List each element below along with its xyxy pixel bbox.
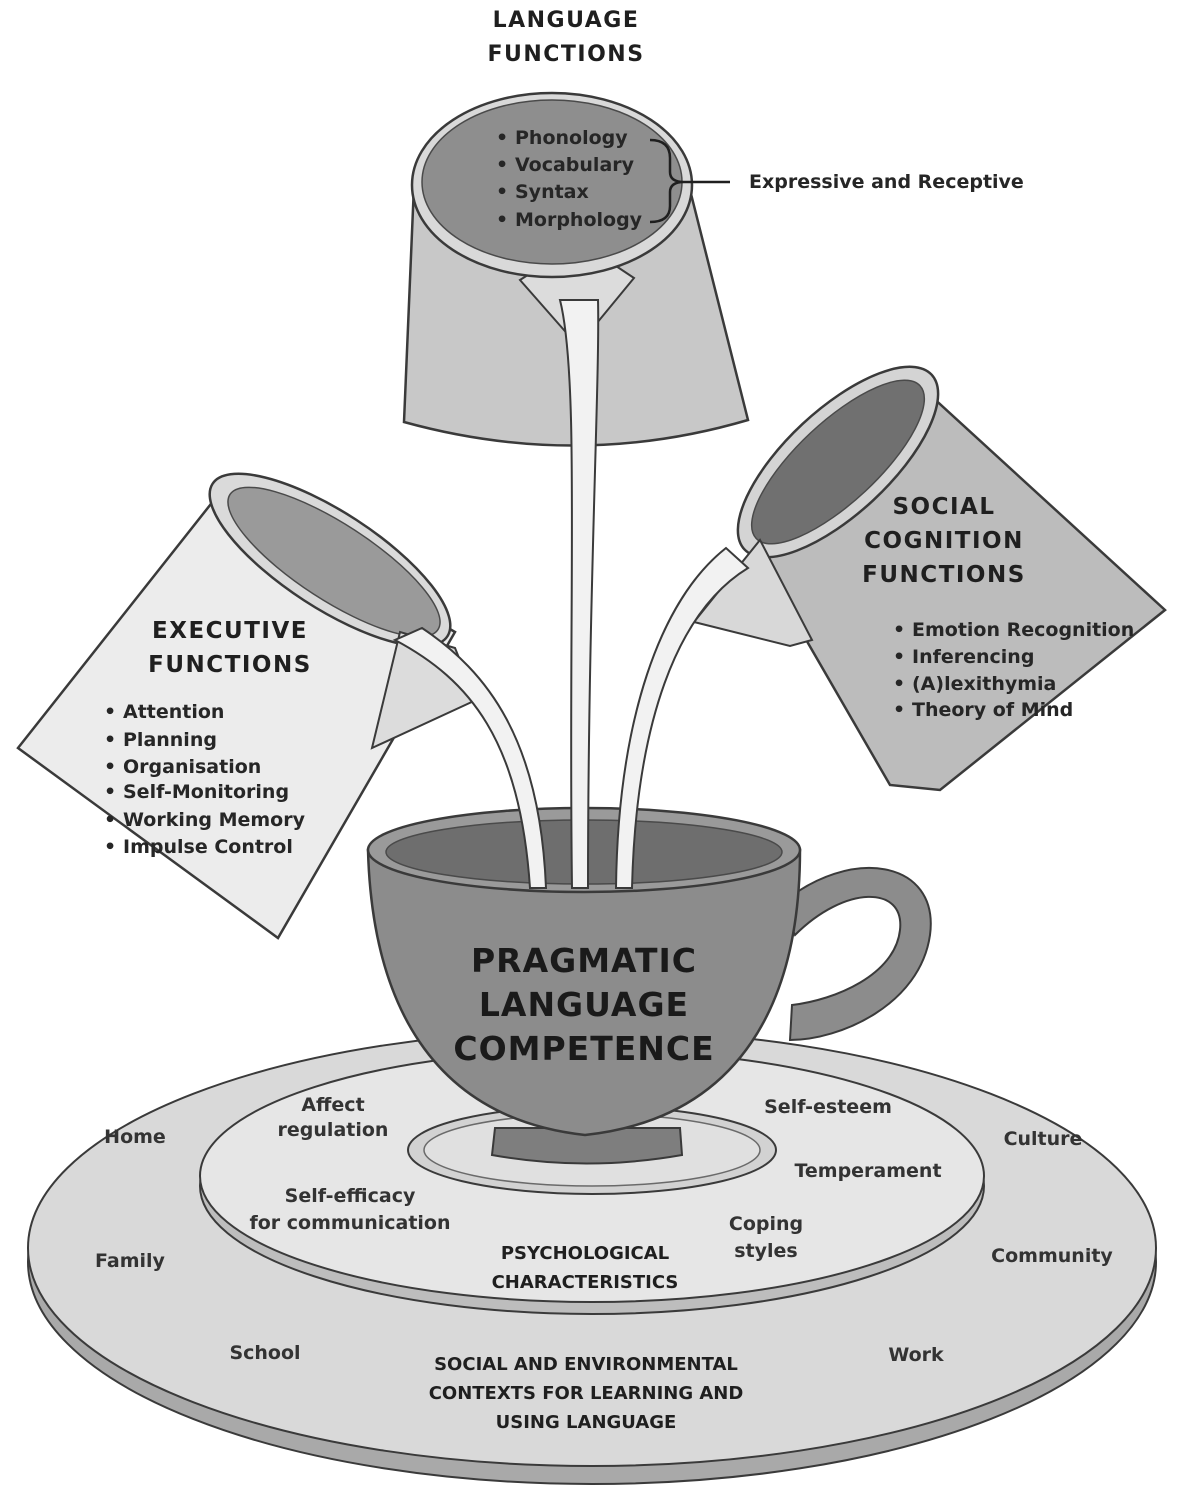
social-cognition-title-line1: SOCIAL: [892, 494, 995, 520]
language-stream: [558, 299, 600, 889]
tea-cup: [366, 806, 932, 1165]
social-bullet: •: [893, 699, 905, 721]
language-item-syntax: Syntax: [515, 181, 589, 203]
context-work: Work: [888, 1344, 944, 1366]
affect-regulation-line1: Affect: [301, 1094, 364, 1116]
contexts-caption-line1: SOCIAL AND ENVIRONMENTAL: [434, 1354, 738, 1375]
social-cognition-items-list: • Emotion Recognition • Inferencing • (A…: [893, 619, 1134, 721]
language-bullet: •: [496, 127, 508, 149]
social-bullet: •: [893, 673, 905, 695]
coping-styles-line1: Coping: [729, 1213, 803, 1235]
language-item-morphology: Morphology: [515, 209, 643, 231]
executive-items-list: • Attention • Planning • Organisation • …: [104, 701, 306, 858]
cup-body: [366, 848, 802, 1137]
context-family: Family: [95, 1250, 166, 1272]
executive-item-planning: Planning: [123, 729, 217, 751]
self-efficacy-line1: Self-efficacy: [285, 1185, 416, 1207]
social-item-emotion-recognition: Emotion Recognition: [912, 619, 1134, 641]
pouring-streams: [392, 299, 750, 889]
contexts-caption-line2: CONTEXTS FOR LEARNING AND: [429, 1383, 744, 1404]
social-cognition-title-line3: FUNCTIONS: [862, 562, 1026, 588]
social-jug-liquid-surface: [750, 379, 926, 545]
language-item-vocabulary: Vocabulary: [515, 154, 635, 176]
social-item-inferencing: Inferencing: [912, 646, 1034, 668]
context-culture: Culture: [1004, 1128, 1083, 1150]
context-school: School: [229, 1342, 300, 1364]
language-items-list: • Phonology • Vocabulary • Syntax • Morp…: [496, 127, 643, 231]
social-cognition-jug: [692, 365, 1167, 792]
executive-bullet: •: [104, 809, 116, 831]
social-item-alexithymia: (A)lexithymia: [912, 673, 1056, 695]
executive-bullet: •: [104, 781, 116, 803]
executive-item-working-memory: Working Memory: [123, 809, 306, 831]
executive-functions-jug: [16, 472, 478, 940]
expressive-receptive-label: Expressive and Receptive: [749, 171, 1024, 193]
social-bullet: •: [893, 646, 905, 668]
executive-bullet: •: [104, 836, 116, 858]
cup-handle: [778, 866, 932, 1042]
coping-styles-line2: styles: [734, 1240, 798, 1262]
psychological-caption-line2: CHARACTERISTICS: [492, 1272, 679, 1293]
social-stream: [614, 546, 750, 889]
language-functions-title-line1: LANGUAGE: [493, 8, 640, 33]
cup-foot: [490, 1127, 684, 1165]
self-esteem-label: Self-esteem: [764, 1096, 892, 1118]
social-bullet: •: [893, 619, 905, 641]
language-bullet: •: [496, 154, 508, 176]
executive-item-self-monitoring: Self-Monitoring: [123, 781, 289, 803]
executive-jug-liquid-surface: [227, 486, 441, 638]
language-functions-title-line2: FUNCTIONS: [487, 42, 644, 67]
executive-item-attention: Attention: [123, 701, 224, 723]
language-bullet: •: [496, 181, 508, 203]
cup-label-line3: COMPETENCE: [453, 1029, 714, 1068]
executive-functions-title-line2: FUNCTIONS: [148, 652, 312, 678]
language-bullet: •: [496, 209, 508, 231]
executive-item-organisation: Organisation: [123, 756, 261, 778]
context-home: Home: [104, 1126, 166, 1148]
social-item-theory-of-mind: Theory of Mind: [912, 699, 1073, 721]
psychological-caption-line1: PSYCHOLOGICAL: [501, 1243, 669, 1264]
social-cognition-title-line2: COGNITION: [864, 528, 1024, 554]
executive-bullet: •: [104, 729, 116, 751]
executive-functions-title-line1: EXECUTIVE: [152, 618, 308, 644]
context-community: Community: [991, 1245, 1113, 1267]
executive-item-impulse-control: Impulse Control: [123, 836, 293, 858]
executive-bullet: •: [104, 756, 116, 778]
language-item-phonology: Phonology: [515, 127, 628, 149]
executive-stream: [392, 626, 548, 889]
cup-label-line1: PRAGMATIC: [471, 941, 697, 980]
contexts-caption-line3: USING LANGUAGE: [496, 1412, 677, 1433]
affect-regulation-line2: regulation: [278, 1119, 389, 1141]
self-efficacy-line2: for communication: [249, 1212, 450, 1234]
cup-label-line2: LANGUAGE: [479, 985, 689, 1024]
temperament-label: Temperament: [794, 1160, 941, 1182]
executive-bullet: •: [104, 701, 116, 723]
